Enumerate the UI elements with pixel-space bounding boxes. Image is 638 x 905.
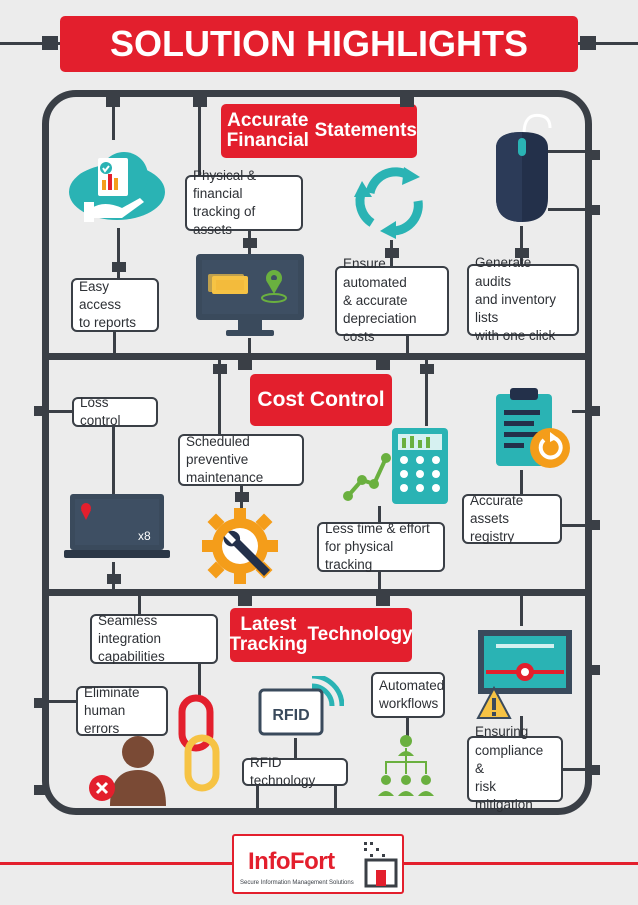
wire <box>520 596 523 626</box>
label-scheduled-maintenance: Scheduled preventive maintenance <box>178 434 304 486</box>
label-loss-control: Loss control <box>72 395 158 428</box>
label-ensuring-compliance: Ensuring compliance & risk mitigation <box>467 724 563 812</box>
label-rfid-technology: RFID technology <box>242 755 348 788</box>
wire <box>48 410 72 413</box>
label-generate-audits: Generate audits and inventory lists with… <box>467 255 579 343</box>
rfid-text: RFID <box>272 707 309 724</box>
section-title-cost-control: Cost Control <box>250 374 392 426</box>
wire <box>406 718 409 736</box>
chain-link-icon <box>178 694 220 792</box>
brand-name: InfoFort <box>248 848 335 875</box>
section-title-latest-tracking: Latest Tracking Technology <box>229 608 413 662</box>
recycle-arrows-icon <box>354 167 423 239</box>
section-title-accurate-financial: Accurate Financial Statements <box>221 104 417 158</box>
peg <box>376 360 390 370</box>
footer-line-right <box>400 862 638 865</box>
label-physical-financial: Physical & financial tracking of assets <box>185 168 303 237</box>
brand-tagline: Secure Information Management Solutions <box>240 880 354 886</box>
wire <box>248 338 251 354</box>
page-title: SOLUTION HIGHLIGHTS <box>60 16 578 72</box>
wire <box>294 738 297 758</box>
person-error-icon <box>89 736 166 806</box>
peg <box>238 596 252 606</box>
peg <box>588 406 600 416</box>
label-easy-access: Easy access to reports <box>71 278 159 332</box>
calculator-chart-icon <box>343 428 448 504</box>
label-automated-workflows: Automated workflows <box>371 672 445 718</box>
wire <box>48 700 76 703</box>
wire <box>334 786 337 810</box>
wire <box>520 716 523 736</box>
peg <box>106 97 120 107</box>
footer-line-left <box>0 862 238 865</box>
monitor-tracking-icon <box>196 254 304 336</box>
mouse-icon <box>496 113 552 222</box>
wire <box>572 410 592 413</box>
peg <box>588 205 600 215</box>
workflow-people-icon <box>378 735 434 796</box>
peg <box>34 698 46 708</box>
label-seamless-integration: Seamless integration capabilities <box>90 613 218 664</box>
section-divider-2 <box>42 589 592 596</box>
wire <box>113 332 116 354</box>
header-peg-left <box>42 36 58 50</box>
wire <box>548 150 592 153</box>
section-divider-1 <box>42 353 592 360</box>
peg <box>34 406 46 416</box>
cloud-reports-icon <box>69 152 165 222</box>
wire <box>406 336 409 354</box>
peg <box>193 97 207 107</box>
label-accurate-registry: Accurate assets registry <box>462 493 562 544</box>
wire <box>198 664 201 700</box>
peg <box>400 97 414 107</box>
peg <box>235 492 249 502</box>
peg <box>376 596 390 606</box>
wire <box>548 208 592 211</box>
label-ensure-automated: Ensure automated & accurate depreciation… <box>335 256 449 344</box>
laptop-loss-icon: x8 <box>64 494 170 558</box>
wire <box>117 228 120 278</box>
wire <box>563 768 592 771</box>
peg <box>243 238 257 248</box>
peg <box>238 360 252 370</box>
peg <box>112 262 126 272</box>
sprue-frame <box>42 90 592 815</box>
wire <box>138 596 141 616</box>
header-wire-right <box>575 42 638 45</box>
logo-fort-icon <box>364 842 398 888</box>
header-wire-left <box>0 42 64 45</box>
certificate-warning-icon <box>476 630 572 719</box>
wire <box>218 360 221 434</box>
peg <box>420 364 434 374</box>
wire <box>425 360 428 426</box>
peg <box>107 574 121 584</box>
footer-logo-box: InfoFort Secure Information Management S… <box>232 834 404 894</box>
header-peg-right <box>580 36 596 50</box>
peg <box>213 364 227 374</box>
peg <box>34 785 46 795</box>
label-eliminate-errors: Eliminate human errors <box>76 685 168 736</box>
wire <box>112 95 115 140</box>
clipboard-registry-icon <box>496 388 570 468</box>
rfid-tag-icon: RFID <box>258 676 344 736</box>
wire <box>520 226 523 266</box>
wire <box>378 572 381 590</box>
peg <box>515 248 529 258</box>
wire <box>378 506 381 524</box>
peg <box>588 765 600 775</box>
peg <box>588 520 600 530</box>
gear-wrench-icon <box>202 508 278 584</box>
wire <box>256 786 259 810</box>
wire <box>112 427 115 495</box>
peg <box>385 248 399 258</box>
peg <box>588 150 600 160</box>
label-less-time: Less time & effort for physical tracking <box>317 521 445 572</box>
wire <box>198 95 201 175</box>
peg <box>588 665 600 675</box>
laptop-badge-text: x8 <box>138 529 151 543</box>
wire <box>520 470 523 494</box>
wire <box>562 524 592 527</box>
